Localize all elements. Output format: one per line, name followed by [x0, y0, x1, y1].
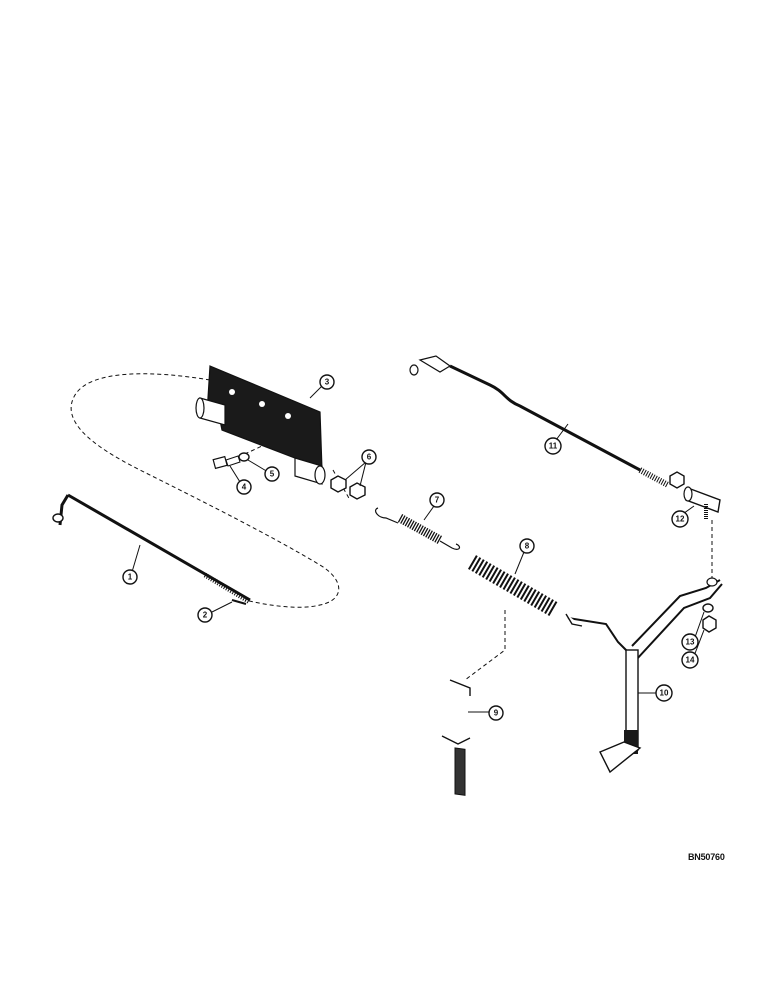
callout-8: 8 [519, 538, 535, 554]
linkage-rod [409, 355, 670, 488]
callout-11: 11 [544, 437, 562, 455]
callout-9: 9 [488, 705, 504, 721]
spring-dashed-leader [464, 610, 506, 681]
leader-3 [309, 385, 323, 399]
svg-text:1: 1 [128, 573, 133, 582]
svg-text:5: 5 [270, 470, 275, 479]
svg-text:7: 7 [435, 496, 440, 505]
callout-7: 7 [429, 492, 445, 508]
callout-12: 12 [671, 510, 689, 528]
callout-5: 5 [264, 466, 280, 482]
control-rod [52, 493, 252, 605]
mounting-plate [195, 365, 326, 485]
leader-11 [555, 423, 569, 441]
pivot-washer [702, 603, 714, 613]
svg-text:12: 12 [676, 515, 685, 524]
leader-6a [344, 461, 367, 481]
callout-6: 6 [361, 449, 377, 465]
reference-code: BN50760 [688, 852, 725, 862]
cotter-pin [231, 599, 247, 605]
svg-text:11: 11 [549, 442, 558, 451]
svg-text:9: 9 [494, 709, 499, 718]
callout-1: 1 [122, 569, 138, 585]
svg-text:14: 14 [686, 656, 695, 665]
callout-14: 14 [681, 651, 699, 669]
svg-text:4: 4 [242, 483, 247, 492]
svg-text:3: 3 [325, 378, 330, 387]
leader-4 [229, 465, 241, 483]
leader-2 [211, 601, 233, 613]
callout-3: 3 [319, 374, 335, 390]
svg-text:2: 2 [203, 611, 208, 620]
svg-text:6: 6 [367, 453, 372, 462]
lock-washer [238, 452, 250, 462]
spring-bracket [441, 679, 471, 796]
assembly-dashed-loop [70, 373, 340, 608]
pedal-lever [565, 577, 723, 774]
leader-8 [514, 551, 525, 575]
svg-text:13: 13 [686, 638, 695, 647]
callout-10: 10 [655, 684, 673, 702]
callout-2: 2 [197, 607, 213, 623]
leader-6b [359, 461, 367, 487]
hex-nuts [330, 475, 366, 500]
large-spring [467, 555, 560, 617]
pivot-nut [702, 615, 717, 633]
leader-7 [423, 505, 435, 521]
small-spring [374, 507, 461, 550]
leader-13 [693, 611, 705, 641]
svg-text:10: 10 [660, 689, 669, 698]
leader-1 [131, 544, 141, 573]
leader-14 [693, 629, 705, 657]
rod-nut [669, 471, 685, 489]
swivel-pin [683, 486, 721, 520]
svg-text:8: 8 [525, 542, 530, 551]
callout-13: 13 [681, 633, 699, 651]
callout-4: 4 [236, 479, 252, 495]
leader-5 [247, 459, 269, 473]
bolt [212, 455, 241, 470]
